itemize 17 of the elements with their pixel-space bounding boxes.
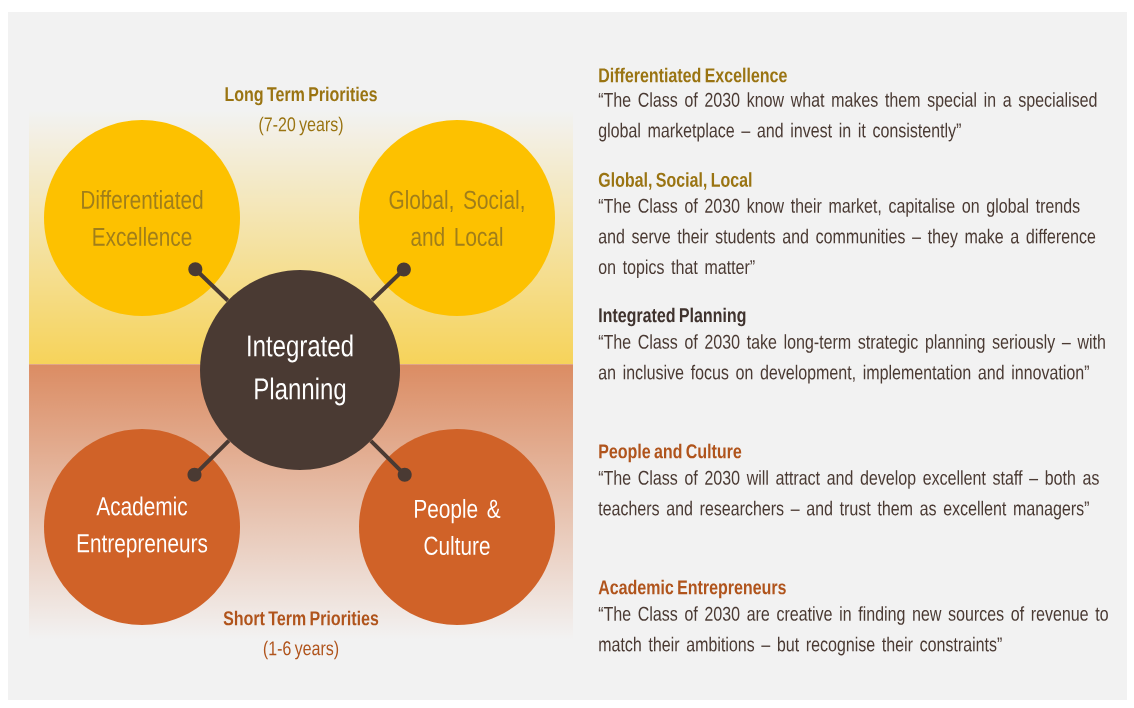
quote: “The Class of 2030 know their market, capitalise on global trends and serve their students and communities – they make a difference on topics that matter” <box>598 198 1096 279</box>
quote: “The Class of 2030 know what makes them special in a specialised global marketplace – and invest in it consistently” <box>598 92 1097 142</box>
connector <box>370 262 411 302</box>
subheading: (7-20 years) <box>259 116 343 136</box>
heading: Long Term Priorities <box>225 86 377 106</box>
heading: Differentiated Excellence <box>599 67 787 83</box>
heading: People and Culture <box>599 443 742 463</box>
heading: Global, Social, Local <box>598 172 752 190</box>
connector <box>369 439 412 482</box>
quote: “The Class of 2030 are creative in finding new sources of revenue to match their ambitions – but recognise their constraints” <box>598 606 1108 656</box>
heading: Academic Entrepreneurs <box>598 579 786 599</box>
connector <box>187 439 231 482</box>
connector <box>188 262 230 302</box>
heading: Integrated Planning <box>599 307 746 327</box>
quote: “The Class of 2030 will attract and develop excellent staff – both as teachers and researchers – and trust them as excellent managers” <box>598 470 1099 520</box>
quote: “The Class of 2030 take long-term strategic planning seriously – with an inclusive focus on development, implementation and innovation” <box>598 334 1105 384</box>
subheading: (1-6 years) <box>263 640 339 660</box>
